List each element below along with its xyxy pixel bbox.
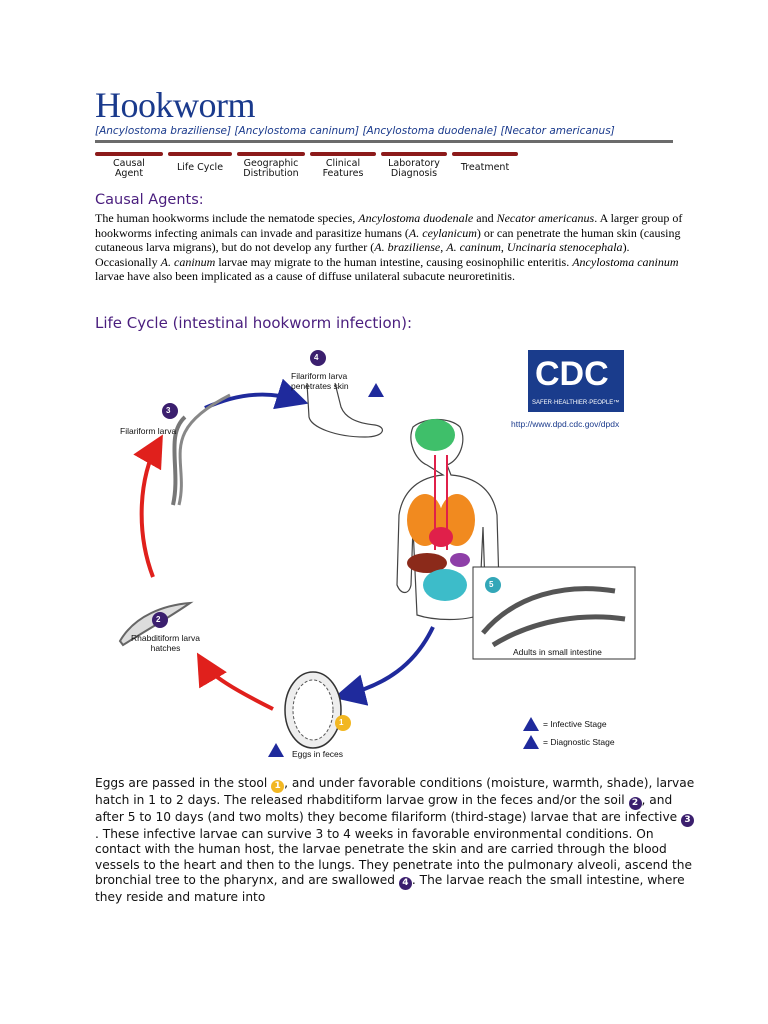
cdc-logo-text: CDC [535, 355, 609, 393]
brain-organ [415, 419, 455, 451]
tab-label: Clinical Features [322, 158, 364, 179]
causal-agents-text: The human hookworms include the nematode… [95, 211, 683, 284]
liver-organ [407, 553, 447, 573]
page-title: Hookworm [95, 85, 256, 125]
text-run: ) or can penetrate the human skin (causi… [95, 225, 681, 255]
tab-label: Geographic Distribution [243, 158, 299, 179]
life-cycle-drawing [118, 350, 636, 757]
legend-diagnostic-icon [523, 735, 539, 749]
text-run: , [500, 240, 507, 255]
step-3-number: 3 [166, 406, 171, 415]
tab-bar [95, 152, 163, 156]
legend-diagnostic-label: = Diagnostic Stage [543, 737, 615, 747]
tab-bar [310, 152, 376, 156]
tab-laboratory-diagnosis[interactable]: Laboratory Diagnosis [381, 152, 447, 184]
diagnostic-stage-icon [268, 743, 284, 757]
tab-bar [452, 152, 518, 156]
text-run: ). Occasionally [95, 240, 630, 269]
text-run: larvae may migrate to the human intestin… [215, 254, 573, 269]
text-run: . A larger group of hookworms infecting … [95, 211, 683, 240]
arrow-intestine-to-eggs [333, 626, 435, 706]
tab-clinical-features[interactable]: Clinical Features [310, 152, 376, 184]
life-cycle-description: Eggs are passed in the stool 1, and unde… [95, 776, 695, 906]
tab-label: Causal Agent [113, 158, 145, 179]
arrow-eggs-to-rhabditiform [196, 652, 274, 711]
tab-label: Laboratory Diagnosis [388, 158, 440, 179]
tab-life-cycle[interactable]: Life Cycle [168, 152, 232, 184]
tab-bar [168, 152, 232, 156]
step-1-marker [335, 715, 351, 731]
tab-causal-agent[interactable]: Causal Agent [95, 152, 163, 184]
cdc-tagline: SAFER·HEALTHIER·PEOPLE™ [532, 400, 620, 406]
step-1-badge: 1 [271, 780, 285, 793]
tab-bar [237, 152, 305, 156]
legend-infective-label: = Infective Stage [543, 719, 607, 729]
stomach-organ [450, 553, 470, 567]
text-run: and [473, 211, 497, 225]
step-5-label: Adults in small intestine [513, 647, 602, 657]
step-1-label: Eggs in feces [292, 749, 344, 759]
species-name: A. ceylanicum [408, 225, 477, 240]
infective-stage-icon [368, 383, 384, 397]
species-name: A. caninum [446, 240, 501, 255]
title-divider [95, 140, 673, 143]
step-3-label: Filariform larva [120, 426, 177, 436]
arrow-rhabditiform-to-filariform [133, 434, 163, 578]
text-run: . These infective larvae can survive 3 t… [95, 827, 692, 888]
heart-organ [429, 527, 453, 547]
intestine-organ [423, 569, 467, 601]
text-run: , and after 5 to 10 days (and two molts)… [95, 793, 682, 824]
causal-agents-heading: Causal Agents: [95, 192, 204, 208]
species-name: Necator americanus [496, 211, 595, 225]
step-2-label: Rhabditiform larva hatches [131, 633, 200, 653]
step-3-marker [162, 403, 178, 419]
species-links[interactable]: [Ancylostoma braziliense] [Ancylostoma c… [95, 125, 615, 137]
text-run: Eggs are passed in the stool [95, 776, 272, 790]
life-cycle-diagram: 4 3 2 5 1 Filariform larva penetrates sk… [95, 345, 655, 765]
tab-label: Life Cycle [176, 162, 224, 173]
step-4-label: Filariform larva penetrates skin [291, 371, 349, 391]
cdc-logo [528, 350, 624, 412]
filariform-larva-drawing [171, 415, 187, 506]
cdc-url-link[interactable]: http://www.dpd.cdc.gov/dpdx [511, 419, 620, 429]
tab-treatment[interactable]: Treatment [452, 152, 518, 184]
step-2-badge: 2 [628, 797, 642, 810]
step-1-number: 1 [339, 718, 344, 727]
tab-bar [381, 152, 447, 156]
species-name: Uncinaria stenocephala [506, 240, 623, 255]
text-run: The human hookworms include the nematode… [95, 211, 359, 225]
section-nav: Causal Agent Life Cycle Geographic Distr… [95, 152, 525, 184]
species-name: A. braziliense [374, 240, 441, 255]
tab-label: Treatment [460, 162, 510, 173]
species-name: Ancylostoma caninum [572, 254, 679, 269]
step-2-number: 2 [156, 615, 161, 624]
text-run: , [440, 240, 447, 255]
step-5-marker [485, 577, 501, 593]
species-name: Ancylostoma duodenale [358, 211, 474, 225]
legend-infective-icon [523, 717, 539, 731]
text-run: . The larvae reach the small intestine, … [95, 873, 685, 905]
text-run: , and under favorable conditions (moistu… [95, 776, 695, 807]
tab-geographic-distribution[interactable]: Geographic Distribution [237, 152, 305, 184]
text-run: larvae have also been implicated as a ca… [95, 269, 515, 284]
step-2-marker [152, 612, 168, 628]
life-cycle-heading: Life Cycle (intestinal hookworm infectio… [95, 314, 413, 332]
step-4-marker [310, 350, 326, 366]
step-4-badge: 4 [398, 877, 412, 891]
species-name: A. caninum [160, 254, 216, 269]
step-3-badge: 3 [681, 814, 695, 827]
foot-drawing [306, 382, 383, 438]
step-5-number: 5 [489, 580, 494, 589]
step-4-number: 4 [314, 353, 319, 362]
